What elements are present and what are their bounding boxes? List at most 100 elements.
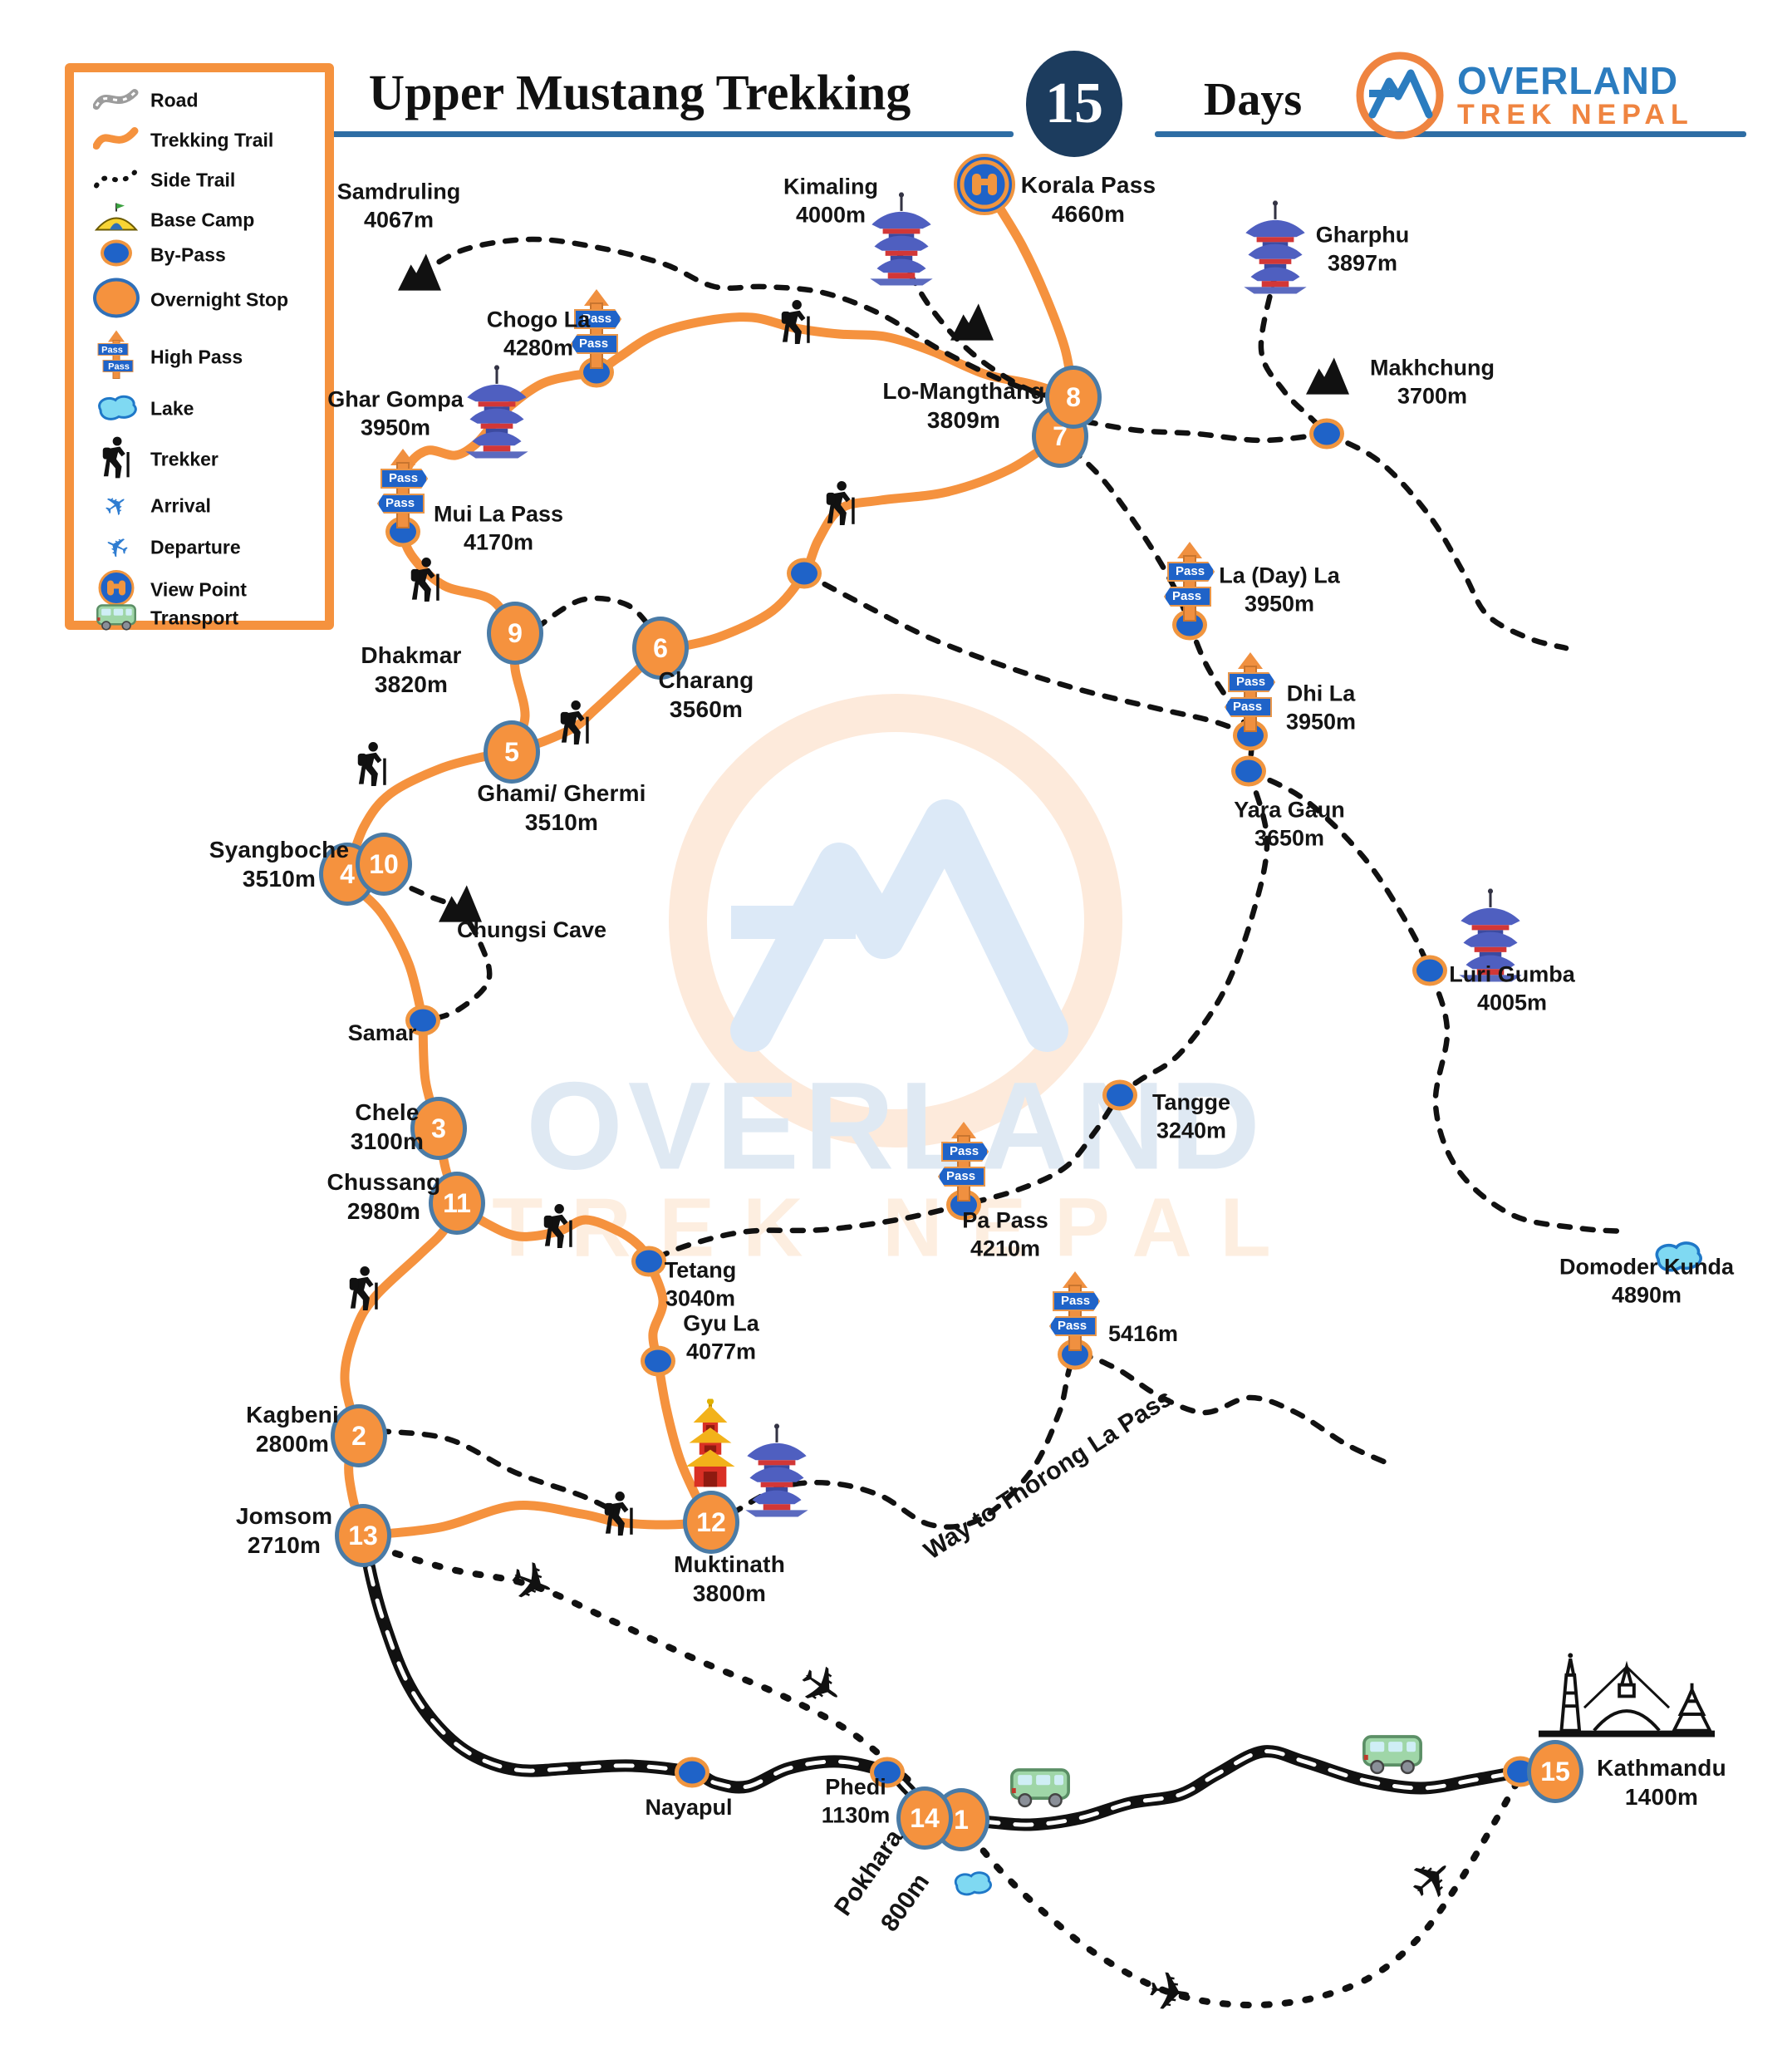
legend-item-trekking-trail: Trekking Trail xyxy=(74,124,325,157)
mountain-icon xyxy=(1306,357,1349,400)
place-label: Nayapul xyxy=(645,1794,732,1822)
monastery-pagoda-icon xyxy=(739,1423,815,1521)
pass-sign: Pass xyxy=(571,334,619,354)
pass-sign: Pass xyxy=(1049,1316,1097,1336)
trekker-icon xyxy=(406,557,444,607)
place-name: Dhakmar xyxy=(361,642,462,668)
legend-label: By-Pass xyxy=(150,243,226,266)
place-name: Yara Gaun xyxy=(1234,797,1345,823)
base-camp-icon xyxy=(91,202,142,239)
side-trail-path xyxy=(375,1428,620,1516)
bypass-dot xyxy=(1231,755,1266,787)
stop-number: 4 xyxy=(340,858,355,889)
legend-label: Lake xyxy=(150,397,194,420)
place-name: La (Day) La xyxy=(1219,563,1340,588)
bypass-dot xyxy=(579,356,614,388)
legend-item-departure: ✈Departure xyxy=(74,528,325,568)
stop-number: 14 xyxy=(910,1802,940,1833)
trekker-icon xyxy=(777,299,815,350)
legend-box: Road Trekking Trail Side Trail Base Camp… xyxy=(65,63,334,631)
trekking-trail-path xyxy=(992,199,1078,402)
trekker-icon xyxy=(91,436,142,484)
place-name: Chogo La xyxy=(486,307,591,332)
stop-number: 6 xyxy=(653,632,668,663)
legend-label: View Point xyxy=(150,578,247,601)
side-trail-path xyxy=(896,250,1063,402)
road-path-dashes xyxy=(361,1533,1523,1827)
place-elevation: 4660m xyxy=(1051,201,1126,227)
place-name: Luri Gumba xyxy=(1449,961,1575,987)
place-elevation: 3650m xyxy=(1254,825,1325,850)
place-label: Samar xyxy=(348,1020,417,1048)
place-elevation: 3100m xyxy=(350,1128,425,1154)
legend-item-trekker: Trekker xyxy=(74,436,325,483)
stop-number: 9 xyxy=(508,617,523,648)
trekking-trail-icon xyxy=(91,125,142,157)
place-name: Kimaling xyxy=(783,174,879,199)
place-elevation: 2980m xyxy=(346,1198,421,1224)
pass-sign: Pass xyxy=(938,1167,986,1187)
place-name: Muktinath xyxy=(673,1551,786,1577)
stop-number: 3 xyxy=(431,1113,446,1143)
bypass-dot xyxy=(1412,955,1447,986)
stop-number: 11 xyxy=(443,1187,471,1218)
kathmandu-landmarks-icon xyxy=(1537,1648,1716,1743)
mountain-icon xyxy=(439,885,482,927)
legend-label: Transport xyxy=(150,607,239,629)
stop-number: 10 xyxy=(369,848,399,879)
bypass-dot xyxy=(675,1757,709,1788)
place-name: Gyu La xyxy=(683,1310,759,1336)
svg-text:Pass: Pass xyxy=(108,362,130,372)
overnight-stop-8: 8 xyxy=(1045,366,1102,429)
place-name: Chungsi Cave xyxy=(456,917,607,943)
side-trail-path xyxy=(801,570,1254,739)
place-elevation: 4005m xyxy=(1476,990,1548,1015)
place-name: Pa Pass xyxy=(962,1207,1048,1233)
place-elevation: 3897m xyxy=(1327,250,1398,275)
side-trail-path xyxy=(1258,271,1330,437)
transport-bus-icon xyxy=(1360,1731,1425,1780)
side-trail-path xyxy=(646,1202,967,1265)
airplane-icon: ✈ xyxy=(1143,1959,1196,2026)
pass-sign: Pass xyxy=(574,309,622,329)
bypass-dot xyxy=(870,1757,905,1788)
legend-label: Arrival xyxy=(150,494,211,517)
place-elevation: 3809m xyxy=(926,407,1001,433)
by-pass-icon xyxy=(91,239,142,271)
place-label: Pa Pass 4210m xyxy=(962,1207,1048,1263)
place-name: Makhchung xyxy=(1369,355,1495,381)
trekker-icon xyxy=(556,700,594,750)
bypass-dot xyxy=(641,1345,675,1377)
place-name: Mui La Pass xyxy=(433,501,564,527)
place-elevation: 3700m xyxy=(1397,383,1468,408)
place-elevation: 3240m xyxy=(1156,1118,1227,1143)
place-elevation: 3560m xyxy=(669,696,744,722)
monastery-pagoda-icon xyxy=(1237,200,1313,298)
company-logo: OVERLAND TREK NEPAL xyxy=(1354,50,1694,141)
place-name: Charang xyxy=(658,667,754,693)
place-name: Kathmandu xyxy=(1597,1755,1726,1781)
trekker-icon xyxy=(822,480,860,531)
place-elevation: 4210m xyxy=(970,1236,1041,1261)
temple-icon xyxy=(680,1398,740,1496)
place-name: Domoder Kunda xyxy=(1559,1254,1735,1280)
view-point-icon xyxy=(954,154,1015,215)
overnight-stop-5: 5 xyxy=(484,720,540,784)
title-underline-right xyxy=(1155,131,1746,137)
bypass-dot xyxy=(1102,1079,1137,1111)
